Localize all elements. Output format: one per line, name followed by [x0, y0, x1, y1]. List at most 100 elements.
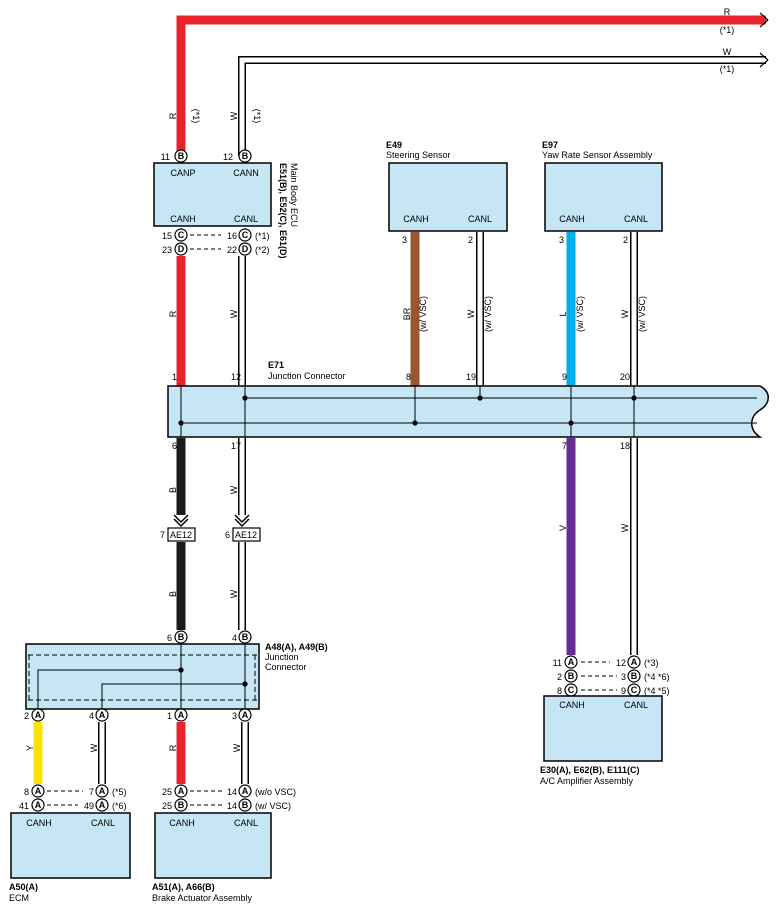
wire-w-ecm-code: W — [89, 743, 99, 752]
pin-letter: A — [99, 786, 106, 796]
splice-dot — [178, 420, 184, 426]
wire-w-steer-note: (w/ VSC) — [483, 296, 493, 332]
wire-br-code: BR — [402, 307, 412, 320]
pin-marker — [174, 798, 188, 812]
connector-ae12: 7 AE12 6 AE12 B W — [160, 514, 261, 598]
ae12-chevron — [234, 518, 250, 528]
pin-letter: C — [242, 230, 249, 240]
e71-name: Junction Connector — [268, 371, 346, 381]
ecm: 8 A 7 A (*5) 41 A 49 A (*6) CANH CANL A5… — [9, 784, 131, 903]
pin-letter: B — [242, 632, 249, 642]
ecu-label-canl: CANL — [234, 214, 258, 224]
pin-marker — [238, 798, 252, 812]
brake-box — [154, 812, 272, 879]
ae12-chevron — [173, 514, 189, 524]
ecu-pin-row: 15 C 16 C (*1) — [162, 228, 270, 242]
ecu-wire-below-r: R — [168, 310, 178, 317]
wire-w-steer-code: W — [466, 309, 476, 318]
ecm-name: ECM — [9, 893, 29, 903]
top-white-note: (*1) — [720, 64, 735, 74]
yaw-label-canl: CANL — [624, 214, 648, 224]
pin-note: (w/ VSC) — [255, 801, 291, 811]
yaw-label-canh: CANH — [559, 214, 585, 224]
pin-letter: A — [178, 710, 185, 720]
steering-pin-canh: 3 — [402, 235, 407, 245]
ecu-wire-r-code: R — [168, 112, 178, 119]
yaw-id: E97 — [542, 140, 558, 150]
a48-name-1: Junction — [265, 652, 299, 662]
pin-letter: A — [242, 710, 249, 720]
wire-y-code: Y — [25, 745, 35, 751]
ecu-label-canh: CANH — [170, 214, 196, 224]
ecu-pin-num: 12 — [223, 152, 233, 162]
ae12-chevron — [173, 518, 189, 528]
pin-marker — [31, 784, 45, 798]
wire-r-top — [176, 15, 766, 156]
e71-id: E71 — [268, 360, 284, 370]
pin-marker — [238, 242, 252, 256]
brake-label-canl: CANL — [234, 818, 258, 828]
pin-num: 4 — [232, 633, 237, 643]
ae12-label-right: AE12 — [235, 530, 257, 540]
ecu-id: E51(B), E52(C), E61(D) — [278, 163, 288, 259]
brake-pin-row: 25 A 14 A (w/o VSC) — [162, 784, 296, 798]
pin-note: (*2) — [255, 245, 270, 255]
pin-letter: A — [99, 710, 106, 720]
e71-pin: 8 — [406, 372, 411, 382]
pin-num: 25 — [162, 801, 172, 811]
splice-dot — [242, 681, 248, 687]
pin-marker — [627, 655, 641, 669]
ecu-wire-r-note: (*1) — [191, 109, 201, 124]
pin-marker — [238, 784, 252, 798]
ecu-label-canp: CANP — [170, 168, 195, 178]
wire-w-code: W — [229, 485, 239, 494]
a48-box — [25, 643, 260, 710]
a48-name-2: Connector — [265, 662, 307, 672]
pin-letter: A — [99, 800, 106, 810]
ecm-label-canh: CANH — [26, 818, 52, 828]
e71-pin: 19 — [466, 372, 476, 382]
a48-id: A48(A), A49(B) — [265, 642, 328, 652]
wires — [33, 12, 769, 784]
pin-note: (*1) — [255, 231, 270, 241]
pin-marker — [238, 630, 252, 644]
ac-name: A/C Amplifier Assembly — [540, 776, 634, 786]
ac-id: E30(A), E62(B), E111(C) — [540, 765, 640, 775]
steering-label-canl: CANL — [468, 214, 492, 224]
pin-marker — [95, 798, 109, 812]
pin-note: (*6) — [112, 801, 127, 811]
pin-num: 11 — [553, 658, 562, 668]
pin-marker — [564, 669, 578, 683]
a48-internal — [37, 669, 181, 709]
junction-connector-a48: A48(A), A49(B) Junction Connector 6 B 4 … — [24, 630, 328, 752]
ecm-label-canl: CANL — [91, 818, 115, 828]
ac-label-canl: CANL — [624, 700, 648, 710]
wire-w-top-outer — [238, 56, 766, 156]
pin-letter: A — [35, 786, 42, 796]
yaw-pin-canh: 3 — [559, 235, 564, 245]
pin-marker — [31, 798, 45, 812]
pin-marker — [564, 655, 578, 669]
ac-pin-row: 2 B 3 B (*4 *6) — [557, 669, 670, 683]
junction-connector-e71: E71 Junction Connector 1 12 8 19 9 20 6 … — [167, 360, 769, 451]
splice-dot — [477, 395, 483, 401]
wire-b-code: B — [168, 487, 178, 493]
pin-letter: A — [631, 657, 638, 667]
yaw-box — [544, 162, 663, 232]
ae12-right-pin: 6 — [225, 530, 230, 540]
pin-num: 8 — [24, 787, 29, 797]
ae12-left-pin: 7 — [160, 530, 165, 540]
pin-letter: C — [631, 685, 638, 695]
main-body-ecu: R (*1) W (*1) 11 B 12 B CANP CANN CANH C… — [153, 109, 299, 318]
wire-w-top-inner — [239, 57, 766, 156]
brake-pin-row: 25 B 14 B (w/ VSC) — [162, 798, 291, 812]
brake-id: A51(A), A66(B) — [152, 882, 215, 892]
ac-amplifier: 11 A 12 A (*3) 2 B 3 B (*4 *6) 8 C 9 C — [540, 655, 670, 786]
pin-letter: A — [178, 786, 185, 796]
pin-note: (*4 *6) — [644, 672, 670, 682]
pin-num: 14 — [227, 787, 237, 797]
steering-box — [388, 162, 508, 232]
e71-pin: 12 — [231, 372, 241, 382]
pin-letter: A — [242, 786, 249, 796]
top-red-arrow — [759, 12, 769, 21]
